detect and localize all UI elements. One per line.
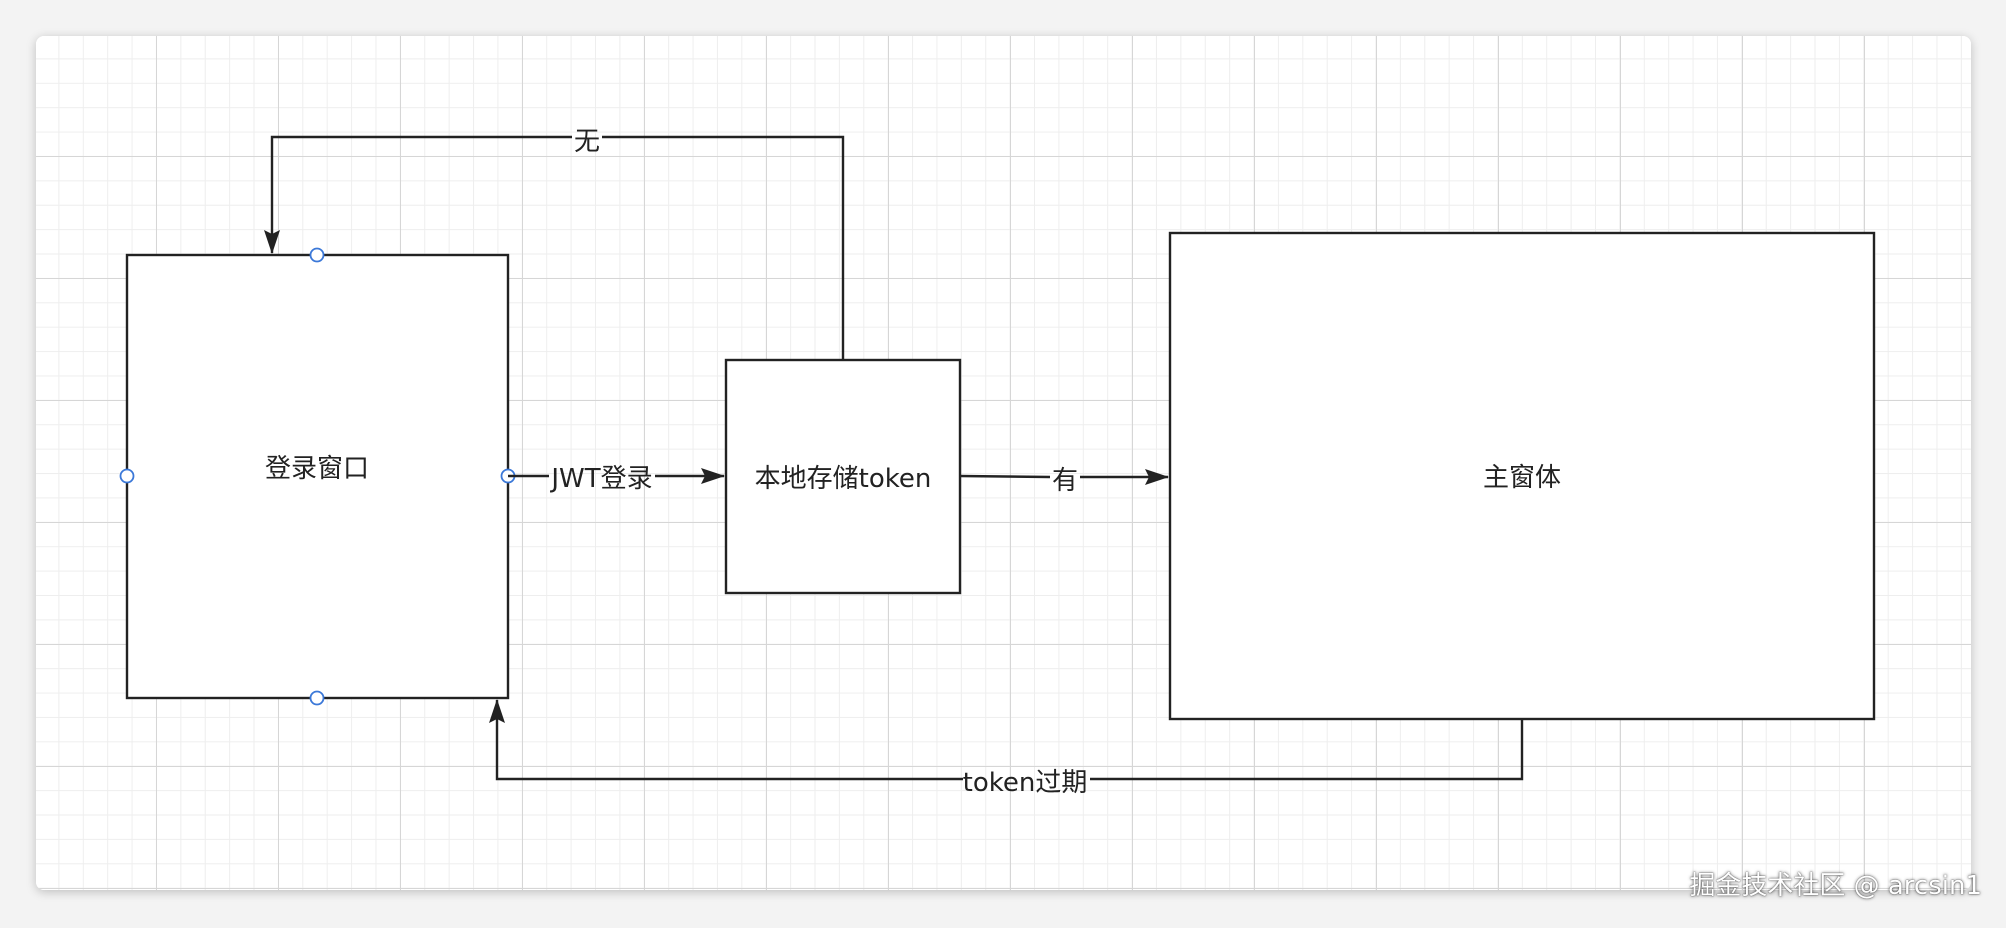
connection-handle-top[interactable]: [309, 247, 325, 263]
edge-label-jwt-login: JWT登录: [549, 464, 652, 494]
edge-storage-to-main[interactable]: 有: [959, 466, 1169, 496]
node-local-storage[interactable]: 本地存储token: [724, 358, 962, 595]
connection-handle-left[interactable]: [119, 468, 135, 484]
node-main-window[interactable]: 主窗体: [1168, 231, 1876, 721]
edge-line: [959, 474, 1051, 479]
local-storage-label: 本地存储token: [755, 464, 932, 494]
edge-login-to-storage[interactable]: JWT登录: [508, 464, 725, 494]
main-window-box[interactable]: [1168, 231, 1876, 721]
edge-label-no-token: 无: [574, 127, 600, 157]
connection-handle-bottom[interactable]: [309, 690, 325, 706]
edge-label-token-expired: token过期: [963, 768, 1088, 798]
edge-line-arrow: [264, 135, 572, 254]
edge-line-arrow: [489, 699, 963, 781]
edge-line: [1090, 719, 1524, 781]
watermark-text: 掘金技术社区 @ arcsin1: [1689, 871, 1982, 901]
node-login-window[interactable]: 登录窗口: [119, 247, 516, 706]
local-storage-box[interactable]: [724, 358, 962, 595]
login-window-label: 登录窗口: [265, 454, 369, 484]
edge-main-to-login[interactable]: token过期: [489, 699, 1524, 798]
main-window-label: 主窗体: [1483, 463, 1561, 493]
edge-line: [602, 135, 845, 360]
edge-label-has-token: 有: [1052, 466, 1078, 496]
edge-storage-to-login[interactable]: 无: [264, 127, 845, 360]
